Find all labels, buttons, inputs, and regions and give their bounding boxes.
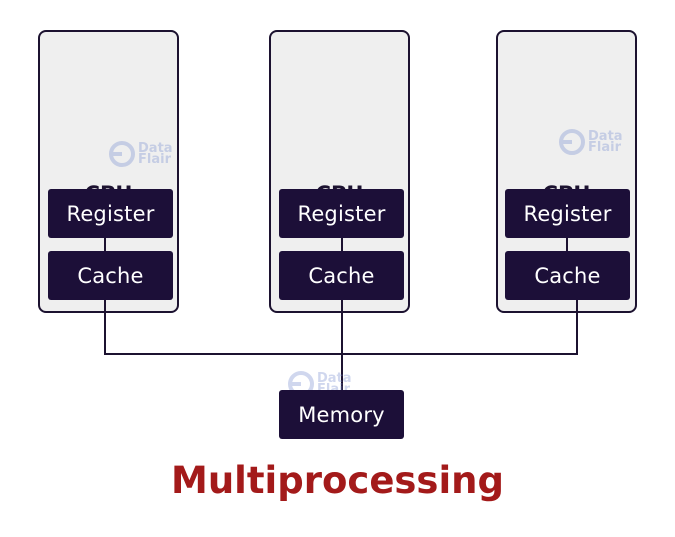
cache-block-2: Cache bbox=[279, 251, 404, 300]
shared-bus-line bbox=[104, 353, 578, 355]
watermark-line1: Data bbox=[588, 129, 623, 144]
register-cache-connector-3 bbox=[566, 238, 568, 251]
register-cache-connector-2 bbox=[341, 238, 343, 251]
cache-block-1: Cache bbox=[48, 251, 173, 300]
watermark-line1: Data bbox=[317, 371, 352, 386]
diagram-title: Multiprocessing bbox=[171, 459, 504, 502]
cache-block-3: Cache bbox=[505, 251, 630, 300]
register-block-1: Register bbox=[48, 189, 173, 238]
register-block-3: Register bbox=[505, 189, 630, 238]
cache-bus-line-3 bbox=[576, 300, 578, 355]
watermark-text: Data Flair bbox=[588, 129, 623, 155]
watermark-2: Data Flair bbox=[558, 128, 623, 156]
watermark-line2: Flair bbox=[588, 140, 621, 155]
watermark-text: Data Flair bbox=[138, 141, 173, 167]
register-cache-connector-1 bbox=[104, 238, 106, 251]
cache-bus-line-1 bbox=[104, 300, 106, 355]
register-block-2: Register bbox=[279, 189, 404, 238]
cache-bus-line-2 bbox=[341, 300, 343, 390]
watermark-1: Data Flair bbox=[108, 140, 173, 168]
watermark-line2: Flair bbox=[138, 152, 171, 167]
dataflair-logo-icon bbox=[109, 141, 135, 167]
watermark-line1: Data bbox=[138, 141, 173, 156]
memory-block: Memory bbox=[279, 390, 404, 439]
dataflair-logo-icon bbox=[559, 129, 585, 155]
